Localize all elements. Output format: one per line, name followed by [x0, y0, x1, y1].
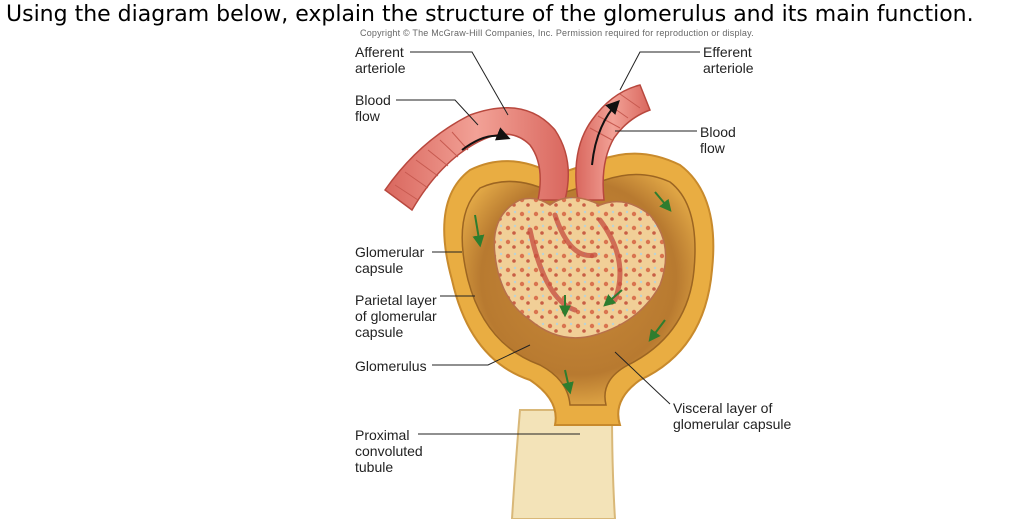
question-text: Using the diagram below, explain the str… — [6, 2, 974, 27]
leader-lines — [396, 51, 700, 435]
capillary-tuft-shape — [493, 196, 667, 339]
label-afferent-arteriole: Afferent arteriole — [355, 44, 406, 76]
afferent-flow-arrow — [461, 127, 511, 151]
copyright-notice: Copyright © The McGraw-Hill Companies, I… — [360, 28, 754, 38]
label-blood-flow-right: Blood flow — [700, 124, 736, 156]
label-parietal-layer: Parietal layer of glomerular capsule — [355, 292, 437, 340]
label-efferent-arteriole: Efferent arteriole — [703, 44, 754, 76]
label-proximal-tubule: Proximal convoluted tubule — [355, 427, 423, 475]
label-glomerulus: Glomerulus — [355, 358, 427, 374]
efferent-arteriole-shape — [575, 84, 651, 201]
efferent-flow-arrow — [591, 99, 620, 166]
label-glomerular-capsule: Glomerular capsule — [355, 244, 425, 276]
afferent-ridges — [394, 131, 469, 201]
proximal-tubule-shape — [510, 409, 617, 519]
label-visceral-layer: Visceral layer of glomerular capsule — [673, 400, 792, 432]
label-blood-flow-left: Blood flow — [355, 92, 391, 124]
filtrate-arrows — [472, 191, 672, 395]
